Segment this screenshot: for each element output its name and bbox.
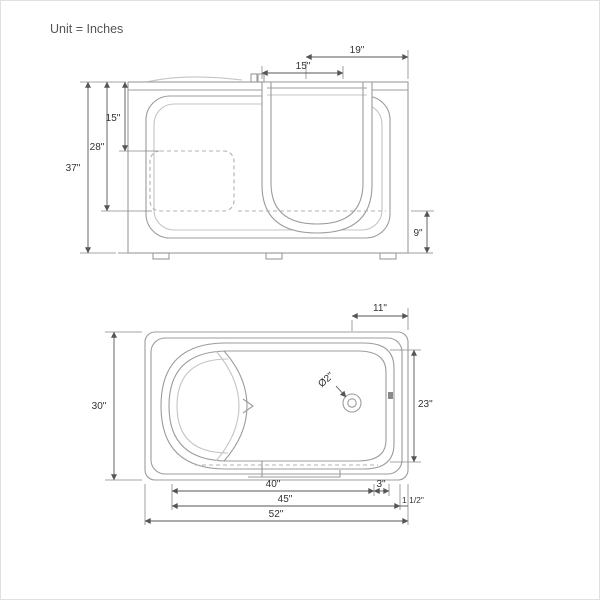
dim-inner-length-45: 45": [171, 494, 401, 509]
leader-line: [335, 385, 347, 398]
drain-pipe-run: [248, 470, 341, 478]
foot-center: [265, 252, 283, 260]
door-end-arc: [176, 358, 229, 454]
rim-inner: [168, 350, 387, 462]
dimension-label: 52": [269, 509, 284, 520]
dimension-label: 30": [92, 401, 107, 412]
rim-outer: [160, 342, 395, 470]
dim-depth-28: 28": [90, 81, 152, 212]
overflow-detail-2: [257, 73, 265, 83]
dim-width-19: 19": [305, 45, 409, 79]
front-view-dimensions: 19" 15" 37" 28" 15" 9": [66, 45, 434, 254]
top-view: [144, 331, 409, 481]
dimension-label: 1 1/2": [402, 495, 424, 505]
dim-seat-height-15: 15": [106, 81, 158, 152]
overflow-detail-1: [250, 73, 258, 83]
dim-drain-diameter: Ø2": [316, 370, 347, 398]
tub-plan-outline: [144, 331, 409, 481]
hidden-seat-outline: [149, 150, 235, 212]
dimension-label: 15": [106, 113, 121, 124]
units-note: Unit = Inches: [50, 22, 123, 36]
dim-step-height-9: 9": [411, 210, 434, 254]
front-view: [118, 73, 433, 260]
dimension-label: 23": [418, 399, 433, 410]
top-view-dimensions: 11" 30" 23" Ø2" 40": [92, 303, 433, 525]
foot-left: [152, 252, 170, 260]
tub-plan-inner-outline: [150, 337, 403, 475]
dim-overall-width-30: 30": [92, 331, 142, 481]
door-opening-outer: [261, 81, 373, 234]
dim-drain-offset-11: 11": [351, 303, 409, 331]
dim-deck-3: 3": [373, 479, 390, 494]
seat-edge-outer: [223, 350, 248, 462]
seat-edge-inner: [215, 350, 240, 462]
dimension-label: 28": [90, 142, 105, 153]
dim-basin-length-40: 40": [171, 479, 375, 494]
dim-inner-width-23: 23": [390, 349, 433, 463]
rim-back-curve: [146, 76, 243, 83]
drain-outer-circle: [342, 393, 362, 413]
dimension-label: 3": [376, 479, 386, 490]
dimension-label: 37": [66, 163, 81, 174]
drain-inner-circle: [347, 398, 357, 408]
dim-door-width-15: 15": [261, 61, 344, 79]
foot-right: [379, 252, 397, 260]
fixture-mark: [388, 392, 393, 399]
dimension-label: Ø2": [316, 370, 336, 390]
dimension-label: 19": [350, 45, 365, 56]
dim-overall-length-52: 52": [144, 509, 409, 524]
dimension-label: 15": [296, 61, 311, 72]
seat-notch: [242, 398, 254, 414]
dimension-label: 45": [278, 494, 293, 505]
dimension-label: 40": [266, 479, 281, 490]
dimension-label: 11": [373, 303, 387, 314]
dimension-label: 9": [413, 228, 423, 239]
dim-overall-height-37: 37": [66, 81, 126, 254]
door-opening-inner: [270, 82, 364, 225]
dim-lip-1-5: 1 1/2": [400, 495, 424, 507]
